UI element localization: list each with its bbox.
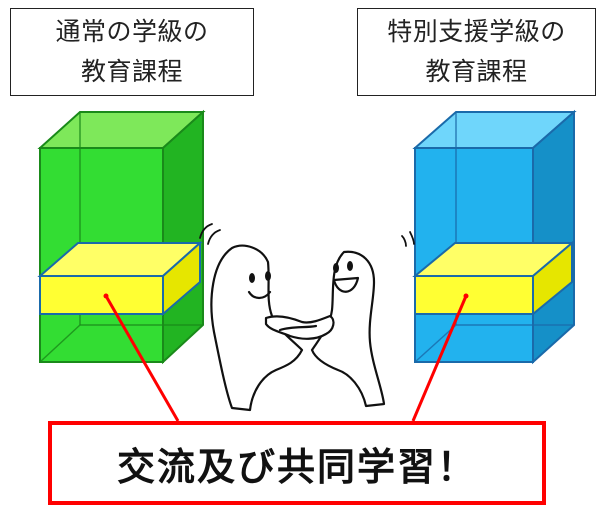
exchange-and-joint-learning-callout: 交流及び共同学習！ [48,421,546,505]
yellow-shared-slab-left-icon [37,240,203,317]
callout-connectors [103,293,469,422]
blue-prism-icon [412,109,577,365]
yellow-shared-slab-right-icon [412,240,575,317]
special-class-curriculum-label: 特別支援学級の 教育課程 [357,8,596,96]
special-class-label-line-1: 特別支援学級の [387,17,566,46]
special-class-label-line-2: 教育課程 [425,57,528,86]
two-figures-shaking-hands-icon [199,223,415,412]
regular-class-label-line-1: 通常の学級の [55,17,209,46]
regular-class-label-line-2: 教育課程 [80,57,183,86]
regular-class-curriculum-label: 通常の学級の 教育課程 [10,8,254,96]
